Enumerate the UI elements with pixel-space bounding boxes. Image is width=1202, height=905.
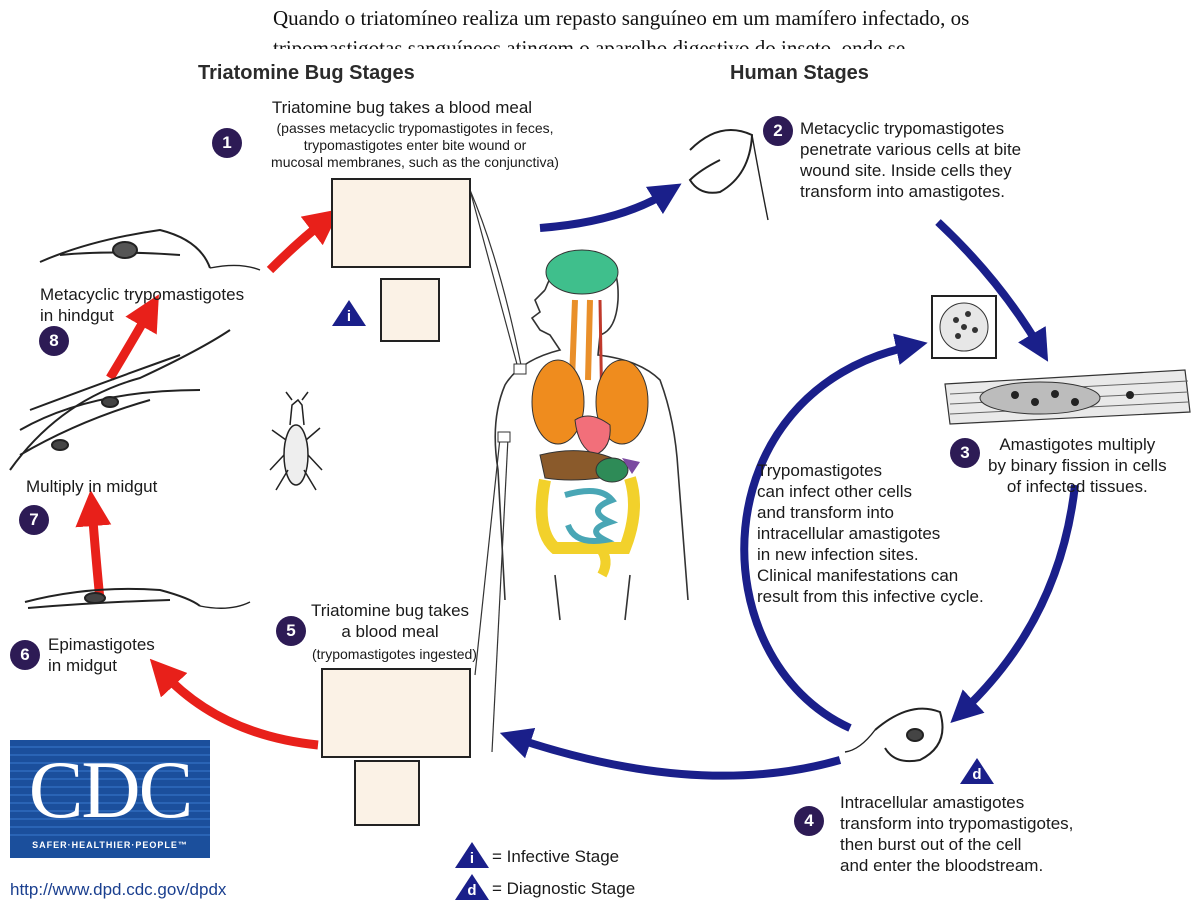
step-1-detail-line: trypomastigotes enter bite wound or: [245, 137, 585, 154]
step-4-line: then burst out of the cell: [840, 834, 1073, 855]
step-7-text: Multiply in midgut: [26, 476, 157, 497]
cycle-note: Trypomastigotes can infect other cells a…: [757, 460, 984, 607]
cycle-note-line: in new infection sites.: [757, 544, 984, 565]
colon-tail: [600, 548, 606, 575]
cdc-logo-text: CDC: [10, 744, 210, 836]
step-3-line: by binary fission in cells: [988, 455, 1167, 476]
legend-infective-icon: i: [455, 842, 489, 868]
airway: [572, 300, 590, 380]
site-marker-upper: [514, 364, 526, 374]
step-5-detail: (trypomastigotes ingested): [312, 646, 477, 663]
step-6-badge: 6: [10, 640, 40, 670]
infective-marker-letter: i: [332, 308, 366, 325]
step-4-line: and enter the bloodstream.: [840, 855, 1073, 876]
site-marker-lower: [498, 432, 510, 442]
step-1-title: Triatomine bug takes a blood meal: [252, 97, 552, 118]
cycle-note-line: and transform into: [757, 502, 984, 523]
step-4-text: Intracellular amastigotes transform into…: [840, 792, 1073, 876]
step1-inset-image: [380, 278, 440, 342]
step-5-line: a blood meal: [290, 621, 490, 642]
step-6-text: Epimastigotes in midgut: [48, 634, 155, 676]
cdc-logo-tagline: SAFER·HEALTHIER·PEOPLE™: [10, 840, 210, 850]
step-5-line: Triatomine bug takes: [290, 600, 490, 621]
diagnostic-marker-letter: d: [960, 766, 994, 783]
cycle-note-line: can infect other cells: [757, 481, 984, 502]
brain: [546, 250, 618, 294]
legend-diagnostic-icon: d: [455, 874, 489, 900]
arrow-1-to-8: [270, 220, 326, 270]
arrow-5-to-6: [162, 672, 318, 745]
connector-lines: [470, 190, 522, 752]
arrow-4-to-5: [515, 738, 840, 776]
step-8-line: in hindgut: [40, 305, 244, 326]
legend-diagnostic-label: = Diagnostic Stage: [492, 878, 635, 899]
step-5-title: Triatomine bug takes a blood meal: [290, 600, 490, 642]
legend-diagnostic-letter: d: [455, 882, 489, 899]
step-1-badge: 1: [212, 128, 242, 158]
step-3-text: Amastigotes multiply by binary fission i…: [988, 434, 1167, 497]
cycle-note-line: intracellular amastigotes: [757, 523, 984, 544]
cycle-note-line: result from this infective cycle.: [757, 586, 984, 607]
infective-stage-marker: i: [332, 300, 366, 326]
step-1-detail-line: mucosal membranes, such as the conjuncti…: [245, 154, 585, 171]
step5-inset-image: [354, 760, 420, 826]
bug-illustration: [270, 392, 322, 490]
cycle-note-line: Clinical manifestations can: [757, 565, 984, 586]
cycle-note-line: Trypomastigotes: [757, 460, 984, 481]
step-2-line: Metacyclic trypomastigotes: [800, 118, 1021, 139]
step-8-badge: 8: [39, 326, 69, 356]
step-2-line: penetrate various cells at bite: [800, 139, 1021, 160]
legend-infective-label: = Infective Stage: [492, 846, 619, 867]
step-4-line: transform into trypomastigotes,: [840, 813, 1073, 834]
muscle-tissue: [945, 370, 1190, 424]
small-intestine: [565, 491, 612, 541]
step-2-line: transform into amastigotes.: [800, 181, 1021, 202]
arrow-1-to-2: [540, 192, 668, 228]
lung-left: [532, 360, 584, 444]
arrow-6-to-7: [92, 508, 100, 600]
cdc-logo: CDC SAFER·HEALTHIER·PEOPLE™: [10, 740, 210, 858]
step-4-badge: 4: [794, 806, 824, 836]
legend-infective-letter: i: [455, 850, 489, 867]
step-1-detail-line: (passes metacyclic trypomastigotes in fe…: [245, 120, 585, 137]
stomach: [596, 458, 628, 482]
heart: [575, 416, 610, 455]
step-3-line: Amastigotes multiply: [988, 434, 1167, 455]
step-2-line: wound site. Inside cells they: [800, 160, 1021, 181]
step-3-line: of infected tissues.: [988, 476, 1167, 497]
step-6-line: in midgut: [48, 655, 155, 676]
step-7-badge: 7: [19, 505, 49, 535]
step5-bite-image: [321, 668, 471, 758]
diagnostic-stage-marker: d: [960, 758, 994, 784]
step-8-text: Metacyclic trypomastigotes in hindgut: [40, 284, 244, 326]
step-2-text: Metacyclic trypomastigotes penetrate var…: [800, 118, 1021, 202]
step-8-line: Metacyclic trypomastigotes: [40, 284, 244, 305]
step-2-badge: 2: [763, 116, 793, 146]
step-6-line: Epimastigotes: [48, 634, 155, 655]
step1-bite-image: [331, 178, 471, 268]
cdc-url[interactable]: http://www.dpd.cdc.gov/dpdx: [10, 880, 226, 900]
step-1-detail: (passes metacyclic trypomastigotes in fe…: [245, 120, 585, 171]
step-4-line: Intracellular amastigotes: [840, 792, 1073, 813]
